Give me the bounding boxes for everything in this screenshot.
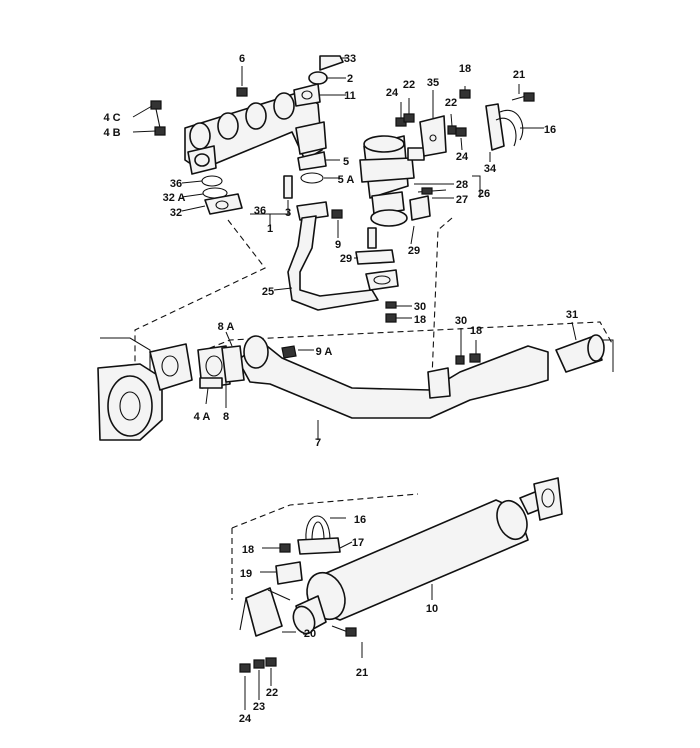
callout-c5a: 5 A xyxy=(338,174,355,186)
manifold-fasteners xyxy=(150,87,248,136)
callout-c5: 5 xyxy=(343,156,349,168)
callout-c3: 3 xyxy=(285,207,291,219)
callout-c30a: 30 xyxy=(414,301,426,313)
callout-c18d: 18 xyxy=(242,544,254,556)
heat-exchanger-unit xyxy=(359,135,447,227)
callout-c18c: 18 xyxy=(470,325,482,337)
muffler xyxy=(292,477,563,635)
callout-c24c: 24 xyxy=(239,713,252,725)
callout-c33: 33 xyxy=(344,53,356,65)
callout-c31: 31 xyxy=(566,309,578,321)
callout-c9a: 9 A xyxy=(316,346,333,358)
callout-c19: 19 xyxy=(240,568,252,580)
callout-c36b: 36 xyxy=(254,205,266,217)
callout-c7: 7 xyxy=(315,437,321,449)
callout-c18a: 18 xyxy=(459,63,471,75)
callout-c1: 1 xyxy=(267,223,273,235)
callout-c22b: 22 xyxy=(445,97,457,109)
callout-c29b: 29 xyxy=(408,245,420,257)
callout-c35: 35 xyxy=(427,77,439,89)
reference-lines xyxy=(134,217,614,600)
callout-c22a: 22 xyxy=(403,79,415,91)
callout-c9: 9 xyxy=(335,239,341,251)
callout-c30b: 30 xyxy=(455,315,467,327)
tail-pipe xyxy=(385,301,605,373)
callout-c23: 23 xyxy=(253,701,265,713)
callout-c16b: 16 xyxy=(354,514,366,526)
callout-c2: 2 xyxy=(347,73,353,85)
callout-c10: 10 xyxy=(426,603,438,615)
muffler-mount xyxy=(239,515,357,673)
callout-c8a: 8 A xyxy=(218,321,235,333)
callout-c8: 8 xyxy=(223,411,229,423)
callout-c4a: 4 A xyxy=(194,411,211,423)
manifold-gaskets xyxy=(201,55,344,215)
leader-lines xyxy=(132,57,577,710)
front-pipe xyxy=(283,175,399,311)
callout-c21a: 21 xyxy=(513,69,525,81)
callout-c21b: 21 xyxy=(356,667,368,679)
callout-c11: 11 xyxy=(344,90,356,102)
callout-c24a: 24 xyxy=(386,87,399,99)
callout-c22c: 22 xyxy=(266,687,278,699)
callout-c28: 28 xyxy=(456,179,468,191)
callout-c24b: 24 xyxy=(456,151,469,163)
callout-c36a: 36 xyxy=(170,178,182,190)
callout-c34: 34 xyxy=(484,163,497,175)
callout-c4c: 4 C xyxy=(103,112,120,124)
upper-clamp-parts xyxy=(395,89,535,157)
callout-c16a: 16 xyxy=(544,124,556,136)
intermediate-pipe xyxy=(197,335,549,419)
callout-c20: 20 xyxy=(304,628,316,640)
callout-c25: 25 xyxy=(262,286,274,298)
callout-c4b: 4 B xyxy=(103,127,120,139)
callout-c6: 6 xyxy=(239,53,245,65)
callout-c32a: 32 A xyxy=(163,192,186,204)
callout-c17: 17 xyxy=(352,537,364,549)
callout-c27: 27 xyxy=(456,194,468,206)
callout-c18b: 18 xyxy=(414,314,426,326)
callout-c26: 26 xyxy=(478,188,490,200)
callout-c29a: 29 xyxy=(340,253,352,265)
callout-c32: 32 xyxy=(170,207,182,219)
engine-outline xyxy=(97,337,193,441)
